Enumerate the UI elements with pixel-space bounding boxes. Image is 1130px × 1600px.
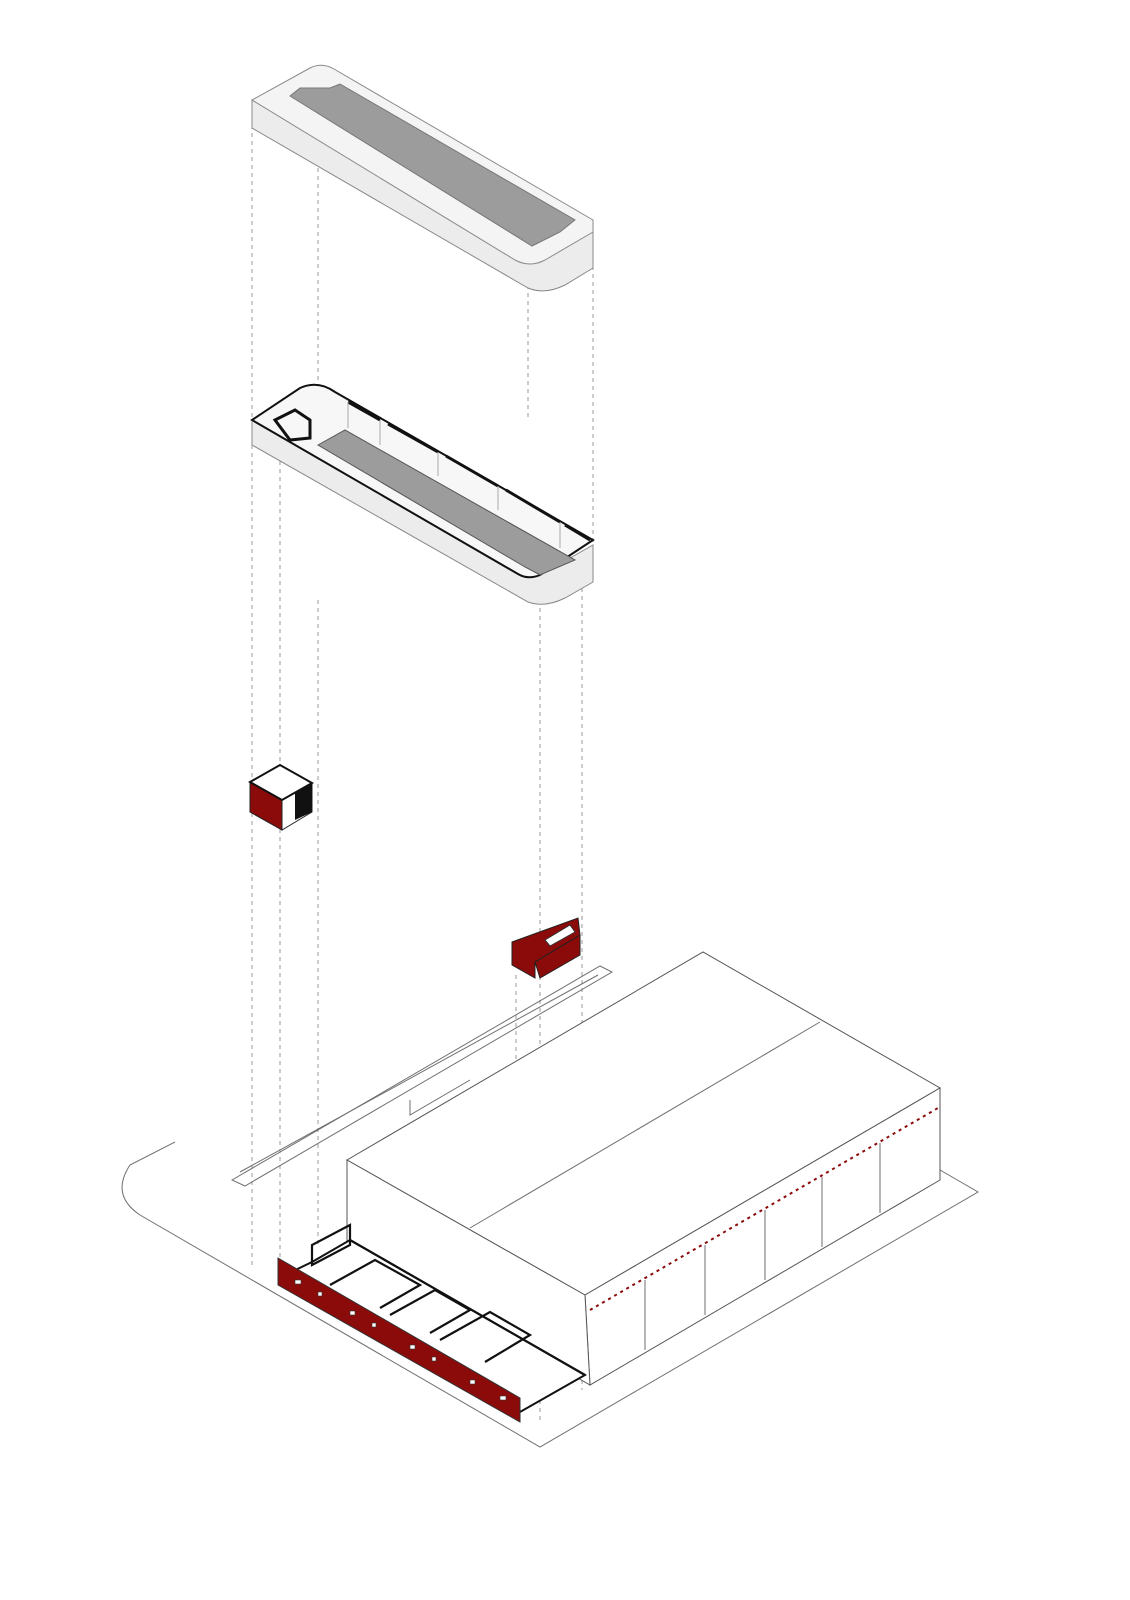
stair-block xyxy=(511,917,581,979)
stair-core-block xyxy=(247,763,315,831)
annex-windows xyxy=(294,1279,507,1401)
ground-building xyxy=(345,951,941,1386)
annex-floor-plan xyxy=(277,1223,588,1423)
site-outline xyxy=(121,965,979,1448)
upper-floor-plate xyxy=(250,383,595,605)
roof-slab xyxy=(251,64,594,292)
